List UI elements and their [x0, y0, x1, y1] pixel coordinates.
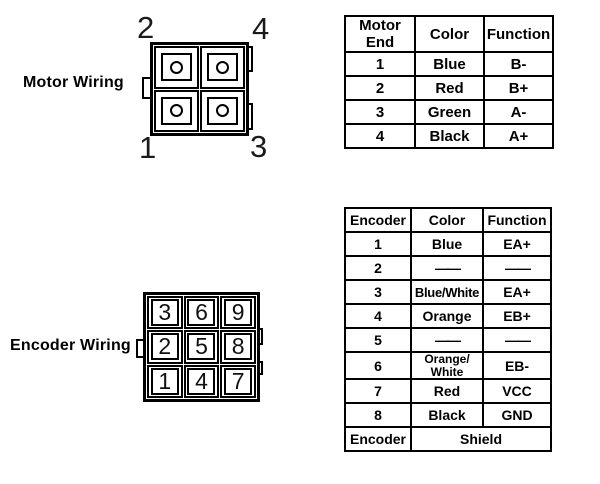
encoder-pin-number: 5 [187, 333, 216, 361]
encoder-pin-socket: 3 [147, 296, 183, 330]
wire-color-cell: Red [410, 378, 484, 405]
table-row: 6 Orange/ White EB- [344, 350, 552, 381]
encoder-pin-socket: 2 [147, 330, 183, 364]
motor-pin-socket [200, 89, 245, 132]
function-cell: EB+ [482, 303, 552, 329]
function-cell: GND [482, 402, 552, 429]
motor-wiring-title: Motor Wiring [23, 74, 124, 91]
table-row: 7 Red VCC [344, 378, 552, 405]
encoder-pin-number: 9 [224, 299, 253, 327]
table-row: 5 —— —— [344, 327, 552, 353]
wire-color-cell: Orange [410, 303, 484, 329]
wire-color-cell: Blue [414, 51, 485, 77]
function-cell: VCC [482, 378, 552, 405]
table-row: 8 Black GND [344, 402, 552, 429]
table-row: 3 Green A- [344, 99, 554, 125]
pin-number-cell: 3 [344, 279, 412, 305]
encoder-pin-number: 3 [150, 299, 179, 327]
encoder-wiring-title: Encoder Wiring [10, 337, 131, 354]
column-header: Function [483, 15, 554, 53]
encoder-pin-socket: 5 [183, 330, 220, 364]
pin-number-cell: 4 [344, 123, 416, 149]
wire-color-cell: Black [414, 123, 485, 149]
encoder-pin-socket: 6 [183, 296, 220, 330]
motor-pin-socket [154, 89, 199, 132]
encoder-pin-number: 4 [187, 367, 216, 395]
pin-number-cell: 2 [344, 75, 416, 101]
table-row: 2 —— —— [344, 255, 552, 281]
pin-number-cell: 3 [344, 99, 416, 125]
encoder-pin-number: 1 [150, 367, 179, 395]
motor-pin-square [161, 96, 192, 125]
column-header: Color [414, 15, 485, 53]
pin-number-cell: 5 [344, 327, 412, 353]
function-cell: EB- [482, 350, 552, 381]
table-row: 4 Orange EB+ [344, 303, 552, 329]
function-cell: A- [483, 99, 554, 125]
column-header: Function [482, 207, 552, 233]
table-header-row: Motor End Color Function [344, 15, 554, 53]
table-row: 3 Blue/White EA+ [344, 279, 552, 305]
encoder-pin-socket: 4 [183, 364, 220, 398]
pin-number-cell: 8 [344, 402, 412, 429]
motor-pin-square [207, 96, 238, 125]
encoder-pin-socket: 9 [220, 296, 256, 330]
encoder-pin-number: 7 [224, 367, 253, 395]
motor-pin-4-callout: 4 [252, 11, 270, 46]
motor-pin-square [161, 53, 192, 82]
encoder-pin-socket: 8 [220, 330, 256, 364]
function-cell: —— [482, 255, 552, 281]
motor-pin-socket [200, 46, 245, 89]
encoder-pinout-table: Encoder Color Function 1 Blue EA+ 2 —— —… [344, 207, 552, 453]
motor-pin-hole-icon [216, 60, 229, 74]
shield-label-cell: Encoder [344, 426, 412, 453]
motor-pin-2-callout: 2 [137, 10, 155, 45]
column-header: Motor End [344, 15, 416, 53]
encoder-pin-number: 6 [187, 299, 216, 327]
table-footer-row: Encoder Shield [344, 426, 552, 453]
motor-pin-hole-icon [216, 104, 229, 118]
pin-number-cell: 6 [344, 350, 412, 381]
encoder-connector-diagram: 3 6 9 2 5 8 1 4 7 [143, 292, 260, 402]
table-row: 4 Black A+ [344, 123, 554, 149]
column-header: Encoder [344, 207, 412, 233]
function-cell: EA+ [482, 231, 552, 257]
motor-pinout-table: Motor End Color Function 1 Blue B- 2 Red… [344, 15, 554, 149]
wire-color-cell: Blue/White [410, 279, 484, 305]
motor-pin-hole-icon [170, 104, 183, 118]
pin-number-cell: 4 [344, 303, 412, 329]
function-cell: B+ [483, 75, 554, 101]
motor-connector-diagram [150, 42, 249, 136]
column-header: Color [410, 207, 484, 233]
table-row: 1 Blue B- [344, 51, 554, 77]
pin-number-cell: 1 [344, 231, 412, 257]
function-cell: —— [482, 327, 552, 353]
motor-pin-1-callout: 1 [139, 130, 157, 165]
motor-pin-square [207, 53, 238, 82]
wire-color-cell: Blue [410, 231, 484, 257]
encoder-pin-socket: 7 [220, 364, 256, 398]
table-header-row: Encoder Color Function [344, 207, 552, 233]
pin-number-cell: 1 [344, 51, 416, 77]
function-cell: B- [483, 51, 554, 77]
shield-value-cell: Shield [410, 426, 552, 453]
wire-color-cell: Green [414, 99, 485, 125]
wire-color-cell: Orange/ White [410, 350, 484, 381]
encoder-pin-number: 2 [150, 333, 179, 361]
function-cell: EA+ [482, 279, 552, 305]
wire-color-cell: —— [410, 327, 484, 353]
wire-color-cell: Red [414, 75, 485, 101]
encoder-pin-socket: 1 [147, 364, 183, 398]
pin-number-cell: 2 [344, 255, 412, 281]
motor-pin-socket [154, 46, 199, 89]
motor-pin-3-callout: 3 [250, 129, 268, 164]
wire-color-cell: —— [410, 255, 484, 281]
pin-number-cell: 7 [344, 378, 412, 405]
encoder-pin-number: 8 [224, 333, 253, 361]
table-row: 2 Red B+ [344, 75, 554, 101]
wire-color-cell: Black [410, 402, 484, 429]
table-row: 1 Blue EA+ [344, 231, 552, 257]
motor-pin-hole-icon [170, 60, 183, 74]
function-cell: A+ [483, 123, 554, 149]
